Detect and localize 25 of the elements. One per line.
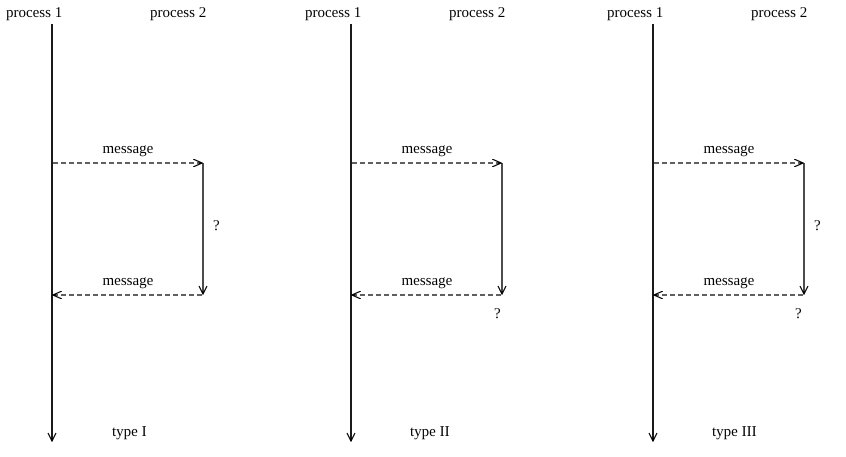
edge-label: message: [102, 140, 154, 158]
message-arrow: [52, 290, 202, 300]
type-caption: type II: [410, 423, 450, 441]
question-mark: ?: [795, 305, 802, 323]
edge-label: message: [102, 272, 154, 290]
edge-label: message: [704, 272, 754, 290]
process-label: process 1: [305, 4, 362, 22]
message-arrow: [654, 158, 804, 168]
message-arrow: [53, 158, 203, 168]
edge-label: message: [402, 272, 452, 290]
process-label: process 2: [150, 4, 206, 22]
process-label: process 2: [449, 4, 506, 22]
message-arrow: [351, 290, 501, 300]
question-mark: ?: [814, 217, 821, 235]
question-mark: ?: [494, 305, 501, 323]
message-arrow: [352, 158, 502, 168]
process-label: process 2: [751, 4, 808, 22]
process-label: process 1: [6, 4, 62, 22]
edge-label: message: [402, 140, 452, 158]
question-mark: ?: [213, 217, 220, 235]
process-label: process 1: [607, 4, 664, 22]
type-caption: type III: [712, 423, 757, 441]
edge-label: message: [704, 140, 754, 158]
message-arrow: [653, 290, 803, 300]
type-caption: type I: [112, 423, 147, 441]
